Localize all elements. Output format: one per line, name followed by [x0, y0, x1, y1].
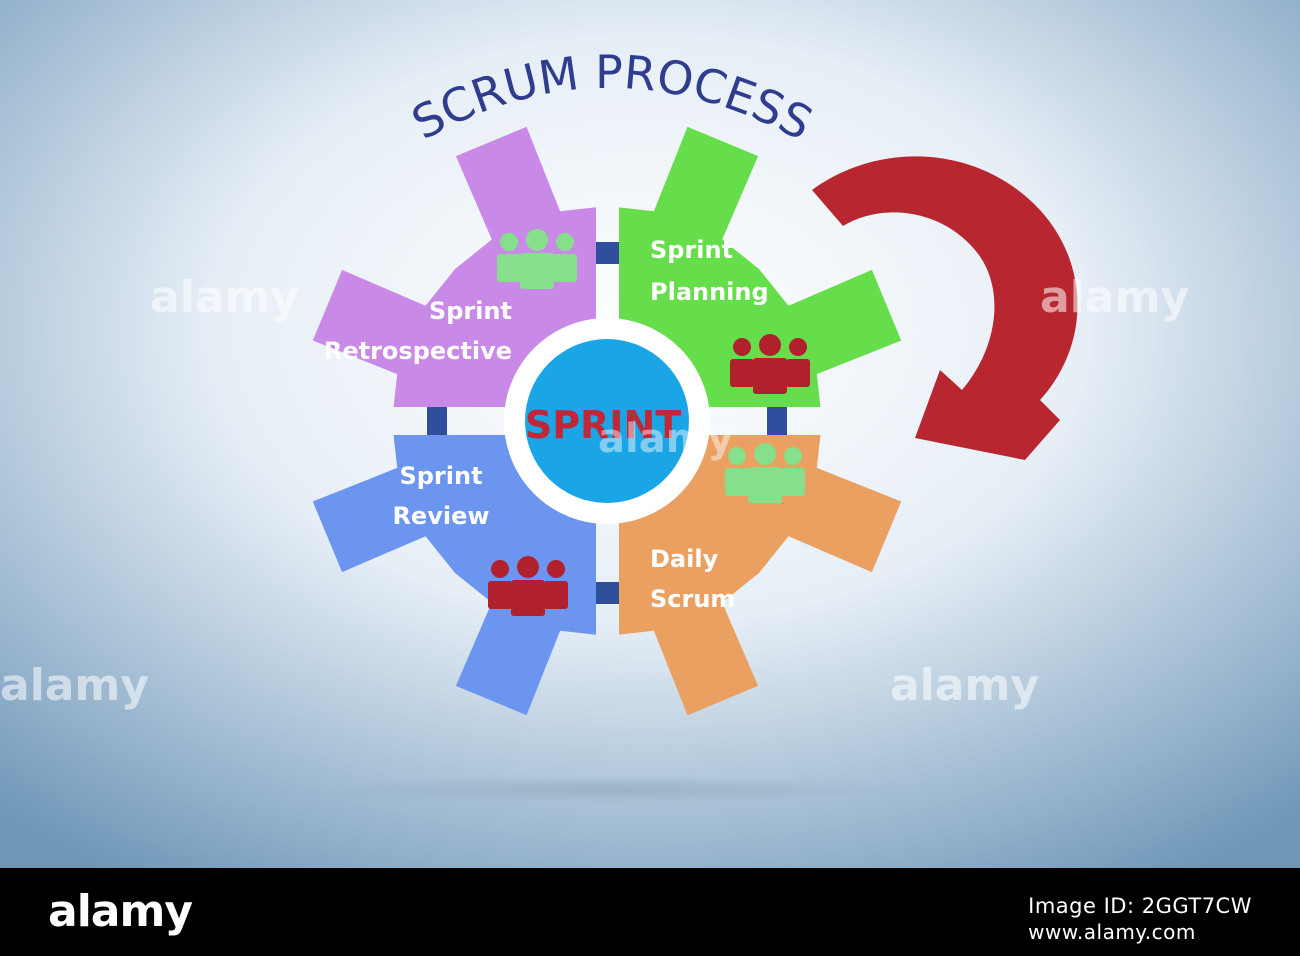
- svg-text:alamy: alamy: [890, 660, 1039, 711]
- image-id-url: www.alamy.com: [1028, 920, 1196, 944]
- image-id-block: Image ID: 2GGT7CW www.alamy.com: [1028, 894, 1252, 944]
- svg-text:Scrum: Scrum: [650, 585, 735, 613]
- scrum-diagram-scene: SCRUM PROCESS SPRINT Sprint Planning Dai…: [0, 0, 1300, 868]
- team-icon-planning: [730, 334, 810, 394]
- svg-text:Sprint: Sprint: [399, 462, 482, 490]
- svg-text:alamy: alamy: [598, 416, 733, 462]
- gear-segment-sprint-planning: [619, 126, 902, 407]
- gear-segment-fill: [619, 435, 902, 716]
- label-sprint-review: Sprint Review: [392, 462, 489, 530]
- gear-segment-fill: [312, 126, 596, 407]
- watermark-layer: alamy alamy alamy alamy alamy: [0, 272, 1189, 711]
- svg-text:Planning: Planning: [650, 278, 769, 306]
- gear-segment-sprint-review: [312, 435, 596, 716]
- gear-segment-fill: [619, 126, 902, 407]
- label-sprint-retrospective: Sprint Retrospective: [324, 297, 512, 365]
- team-icon-review: [488, 556, 568, 616]
- svg-text:Sprint: Sprint: [429, 297, 512, 325]
- svg-text:Sprint: Sprint: [650, 236, 733, 264]
- cycle-arrow-icon: [812, 156, 1078, 460]
- svg-text:alamy: alamy: [150, 272, 299, 323]
- gear-shadow: [297, 776, 917, 804]
- label-sprint-planning: Sprint Planning: [650, 236, 769, 306]
- sprint-hub: [525, 339, 689, 503]
- gear-connectors: [427, 242, 787, 604]
- brand-logo: alamy: [48, 886, 193, 937]
- team-icon-retrospective: [497, 229, 577, 289]
- team-icon-daily-scrum: [725, 443, 805, 503]
- svg-text:Retrospective: Retrospective: [324, 337, 512, 365]
- footer-bar: alamy Image ID: 2GGT7CW www.alamy.com: [0, 868, 1300, 956]
- label-daily-scrum: Daily Scrum: [650, 545, 735, 613]
- svg-text:Review: Review: [392, 502, 489, 530]
- scrum-diagram: SCRUM PROCESS SPRINT Sprint Planning Dai…: [0, 0, 1300, 868]
- svg-text:alamy: alamy: [1040, 272, 1189, 323]
- image-id-label: Image ID: 2GGT7CW: [1028, 894, 1252, 918]
- gear-segment-fill: [312, 435, 596, 716]
- sprint-hub-label: SPRINT: [525, 403, 681, 447]
- svg-text:alamy: alamy: [0, 660, 149, 711]
- svg-text:Daily: Daily: [650, 545, 719, 573]
- gear-segment-sprint-retrospective: [312, 126, 596, 407]
- gear-segment-daily-scrum: [619, 435, 902, 716]
